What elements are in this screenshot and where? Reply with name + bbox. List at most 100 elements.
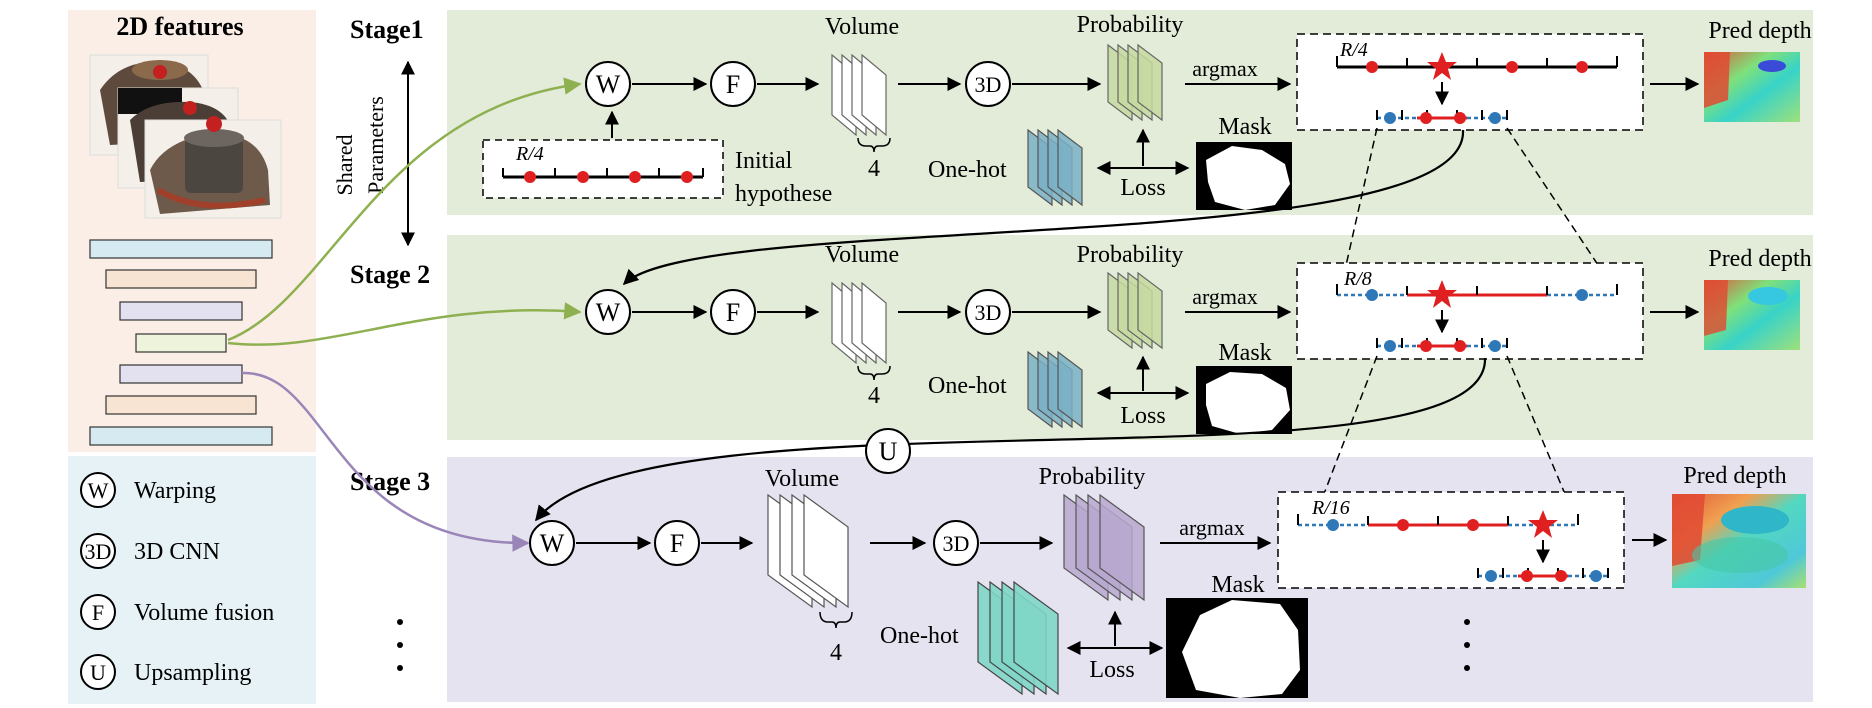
stage3-volume-count: 4 [830,640,842,666]
stage1-fusion-node [710,61,756,107]
legend-label-3dcnn: 3D CNN [134,539,220,565]
stage2-onehot-label: One-hot [928,373,1007,399]
stage1-onehot-volume [1027,128,1083,207]
stage2-pred-depth-label: Pred depth [1708,246,1811,272]
stage1-warp-letter: W [596,70,621,99]
stage3-volume [767,493,849,609]
stage3-probability-volume [1063,493,1145,602]
stage3-loss-label: Loss [1089,657,1134,683]
stage2-3dcnn-letter: 3D [975,300,1002,325]
stage3-warp-node [529,520,575,566]
stage1-fusion-letter: F [726,70,740,99]
stage2-onehot-volume [1027,350,1083,429]
stage2-3dcnn-node [965,289,1011,335]
stage1-probability-volume [1107,43,1163,122]
stage1-3dcnn-letter: 3D [975,72,1002,97]
legend-symbol-w: W [88,478,109,503]
stage2-mask-label: Mask [1218,340,1271,366]
stage1-range-label: R/4 [1339,39,1368,61]
stage1-depth-hypothesis-box [1296,33,1644,131]
stage3-warp-letter: W [540,529,565,558]
initial-hypothesis-line1: Initial [735,148,793,174]
stage1-onehot-label: One-hot [928,157,1007,183]
stage2-mask-image [1196,366,1292,434]
stage1-probability-label: Probability [1077,12,1184,38]
features-title: 2D features [116,12,243,41]
stage2-to-stage3-curve [535,357,1487,522]
stage3-argmax-label: argmax [1179,515,1245,540]
stage1-loss-label: Loss [1120,175,1165,201]
stage2-warp-node [585,289,631,335]
stage3-mask-label: Mask [1211,572,1264,598]
stage2: W F Volume 4 3D Probability One-hot [585,242,1812,434]
stage1-volume-label: Volume [825,14,899,40]
legend-label-warping: Warping [134,478,216,504]
input-images-stack [89,54,282,219]
stage3-3dcnn-letter: 3D [943,531,970,556]
stage2-range-label: R/8 [1343,268,1372,290]
stage2-volume-count: 4 [868,383,880,409]
legend-symbol-3d: 3D [85,539,112,564]
continuation-dots-left [397,619,403,671]
stage1-mask-image [1196,142,1292,210]
stage1-argmax-label: argmax [1192,56,1258,81]
upsampling-node [865,428,911,474]
legend-label-upsampling: Upsampling [134,660,251,686]
stage3-label: Stage 3 [350,467,430,496]
stage1-3dcnn-node [965,61,1011,107]
initial-hypothesis-line2: hypothese [735,181,832,207]
green-arrow-to-stage2 [227,302,582,346]
stage2-fusion-letter: F [726,298,740,327]
stage2-probability-label: Probability [1077,242,1184,268]
stage3-3dcnn-node [933,520,979,566]
green-arrow-to-stage1 [227,77,582,342]
stage2-warp-letter: W [596,298,621,327]
stage3-fusion-letter: F [670,529,684,558]
stage3-range-label: R/16 [1311,497,1350,519]
stage2-argmax-label: argmax [1192,284,1258,309]
stage1-volume-count: 4 [868,156,880,182]
stage2-volume [831,281,887,365]
stage1-volume [831,53,887,137]
stage1-pred-depth-map [1704,52,1800,122]
stage3-fusion-node [654,520,700,566]
legend: W Warping 3D 3D CNN F Volume fusion U Up… [80,472,274,690]
stage3-mask-image [1166,598,1308,698]
legend-item-upsampling: U Upsampling [80,654,251,690]
stage3-volume-label: Volume [765,466,839,492]
continuation-dots-right [1464,619,1470,671]
shared-label-line2: Parameters [363,96,388,194]
stage3-depth-hypothesis-box [1277,491,1625,589]
shared-label-line1: Shared [332,134,357,195]
legend-item-fusion: F Volume fusion [80,594,274,630]
stage2-volume-label: Volume [825,242,899,268]
stage3: W F Volume 4 3D Probability One-hot [529,463,1806,698]
legend-symbol-f: F [92,600,104,625]
legend-label-fusion: Volume fusion [134,600,274,626]
stage2-depth-hypothesis-box [1296,262,1644,360]
upsampling-letter: U [879,437,898,466]
stage1-warp-node [585,61,631,107]
stage2-loss-label: Loss [1120,403,1165,429]
legend-item-3dcnn: 3D 3D CNN [80,533,220,569]
purple-arrow-to-stage3 [241,371,530,552]
stage3-onehot-label: One-hot [880,623,959,649]
stage1-initial-hypothesis-box [482,139,724,199]
stage1-label: Stage1 [350,15,424,44]
stage1-to-stage2-curve [622,129,1465,286]
stage1-initial-range: R/4 [515,143,544,165]
stage1: W F R/4 Initial hypothese Volume 4 [482,12,1812,210]
stage2-label: Stage 2 [350,260,430,289]
stage2-probability-volume [1107,271,1163,350]
stage3-pred-depth-label: Pred depth [1683,463,1786,489]
legend-item-warping: W Warping [80,472,216,508]
stage3-probability-label: Probability [1039,464,1146,490]
stage1-mask-label: Mask [1218,114,1271,140]
stage2-fusion-node [710,289,756,335]
stage2-pred-depth-map [1704,280,1800,350]
feature-pyramid [89,239,273,446]
stage1-pred-depth-label: Pred depth [1708,18,1811,44]
stage3-onehot-volume [977,580,1059,696]
legend-symbol-u: U [90,660,106,685]
